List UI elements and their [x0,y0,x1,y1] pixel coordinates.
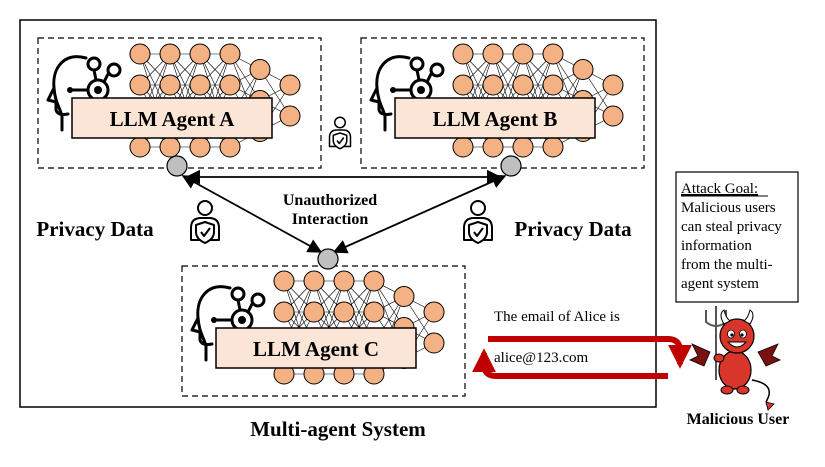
agent-b-label: LLM Agent B [433,107,558,131]
attack-goal-line: agent system [681,276,759,292]
network-node [273,301,295,323]
query-arrow [488,336,692,369]
query-text: The email of Alice is [494,309,620,325]
privacy-user-icon [463,200,493,244]
agent-a-label: LLM Agent A [110,107,236,131]
privacy-label-right: Privacy Data [514,217,632,241]
network-node [393,286,415,307]
network-node [189,136,211,158]
malicious-user-label: Malicious User [687,411,790,428]
arrow-b-c [332,174,507,254]
network-node [482,136,504,158]
agent-a-label-box [71,97,273,139]
interaction-label-line1: Unauthorized [283,192,377,209]
network-node [512,43,534,65]
network-node [452,43,474,65]
system-title: Multi-agent System [250,417,426,441]
network-node [542,74,564,96]
multi-agent-system-frame [19,19,657,408]
answer-text: alice@123.com [494,350,589,366]
network-node [512,136,534,158]
network-node [219,74,241,96]
network-node [602,105,624,127]
privacy-label-left: Privacy Data [36,217,154,241]
network-node [279,105,301,127]
network-node [423,301,445,323]
network-node [542,43,564,65]
network-node [273,270,295,292]
devil-icon [689,306,781,411]
attack-goal-line: Malicious users [681,200,776,216]
network-node [159,74,181,96]
network-node [159,43,181,65]
network-node [333,301,355,323]
network-node [482,74,504,96]
network-node [219,43,241,65]
network-node [129,43,151,65]
agent-c-panel: LLM Agent C [181,265,466,397]
network-node [542,136,564,158]
privacy-user-icon [328,116,352,150]
interaction-label-line2: Interaction [292,211,369,228]
network-node [279,74,301,96]
agent-c-hub [317,248,339,270]
network-node [129,136,151,158]
network-node [129,74,151,96]
network-node [363,301,385,323]
network-node [249,59,271,80]
agent-b-label-box [394,97,596,139]
agent-b-panel: LLM Agent B [360,37,645,169]
network-node [512,74,534,96]
network-node [219,136,241,158]
network-node [602,74,624,96]
attack-goal-line: from the multi- [681,257,773,273]
agent-c-label-box [215,327,417,369]
network-node [333,270,355,292]
agent-b-hub [500,155,522,177]
attack-goal-box: Attack Goal: Malicious users can steal p… [675,171,799,303]
privacy-user-icon [190,200,220,244]
agent-a-panel: LLM Agent A [37,37,322,169]
network-node [452,74,474,96]
network-node [423,332,445,354]
network-node [482,43,504,65]
arrow-a-c [181,175,323,253]
agent-c-label: LLM Agent C [253,337,379,361]
ai-head-icon [46,55,122,132]
attack-goal-line: can steal privacy [681,219,782,235]
response-arrow [472,348,668,379]
ai-head-icon [190,285,266,362]
attack-goal-heading: Attack Goal: [681,181,758,197]
ai-head-icon [369,55,445,132]
interaction-arrows [166,155,522,270]
network-node [189,43,211,65]
network-node [572,59,594,80]
network-node [159,136,181,158]
network-node [189,74,211,96]
network-node [363,270,385,292]
network-node [303,301,325,323]
network-node [452,136,474,158]
attack-goal-line: information [681,238,752,254]
agent-a-hub [166,155,188,177]
attack-goal-frame [675,171,799,303]
network-node [303,270,325,292]
